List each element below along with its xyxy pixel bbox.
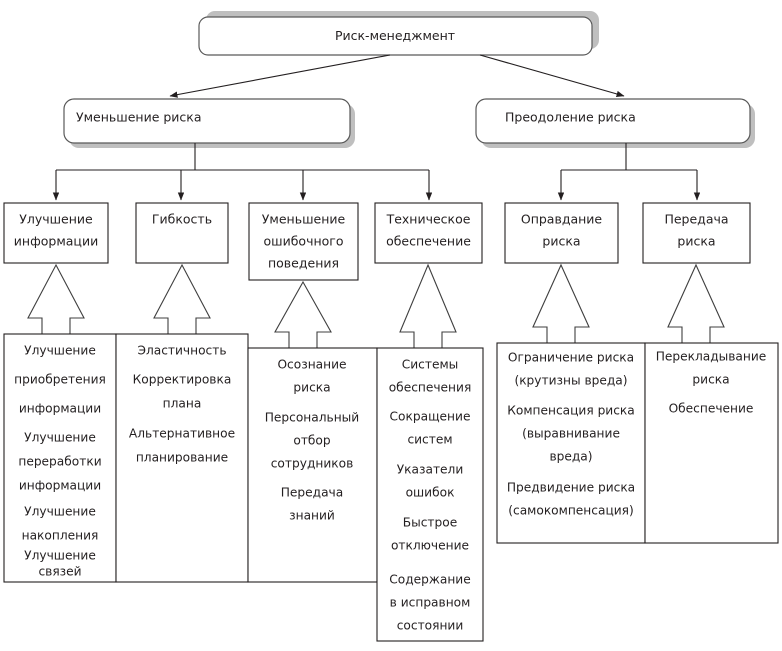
- edge-title-to-reduce: [169, 54, 391, 98]
- reduce-error-behaviour-line-1: Уменьшение: [262, 212, 346, 227]
- node-title[interactable]: Риск-менеджмент: [198, 11, 599, 56]
- flexibility-box[interactable]: [135, 202, 229, 264]
- detail-line: (выравнивание: [522, 427, 620, 441]
- node-flexibility[interactable]: Гибкость: [135, 202, 229, 264]
- detail-line: сотрудников: [271, 457, 354, 471]
- error-behaviour-details-box[interactable]: [247, 347, 378, 583]
- detail-line: (крутизны вреда): [514, 374, 627, 388]
- edges-overcome-to-children: [557, 143, 701, 201]
- detail-line: накопления: [22, 529, 99, 543]
- block-arrow-up-flexibility: [153, 263, 211, 335]
- detail-line: Эластичность: [137, 344, 226, 358]
- detail-line: переработки: [18, 455, 101, 469]
- detail-line: связей: [38, 565, 81, 579]
- detail-line: приобретения: [14, 373, 106, 387]
- detail-box-justification[interactable]: Ограничение риска (крутизны вреда) Компе…: [496, 342, 646, 544]
- detail-line: Ограничение риска: [508, 351, 634, 365]
- detail-line: Персональный: [265, 411, 359, 425]
- detail-line: ошибок: [406, 486, 455, 500]
- detail-line: Содержание: [389, 573, 470, 587]
- node-improve-information[interactable]: Улучшение информации: [3, 202, 109, 264]
- detail-line: Сокращение: [390, 410, 471, 424]
- reduce-risk-box[interactable]: [63, 98, 351, 144]
- detail-line: (самокомпенсация): [508, 504, 634, 518]
- detail-line: Быстрое: [403, 516, 457, 530]
- block-arrow-up-justification: [532, 263, 590, 344]
- justification-details-box[interactable]: [496, 342, 646, 544]
- reduce-risk-label: Уменьшение риска: [76, 110, 202, 125]
- detail-line: плана: [163, 397, 202, 411]
- improve-information-line-1: Улучшение: [19, 212, 93, 227]
- detail-line: отключение: [391, 539, 469, 553]
- transfer-details-box[interactable]: [644, 342, 779, 544]
- reduce-error-behaviour-line-2: ошибочного: [264, 234, 344, 249]
- node-overcome-risk[interactable]: Преодоление риска: [475, 98, 755, 148]
- technical-support-line-1: Техническое: [386, 212, 471, 227]
- improve-information-line-2: информации: [14, 234, 98, 249]
- node-reduce-error-behaviour[interactable]: Уменьшение ошибочного поведения: [248, 202, 359, 281]
- edges-reduce-to-children: [52, 143, 433, 201]
- transfer-of-risk-line-1: Передача: [664, 212, 728, 227]
- detail-line: Передача: [281, 486, 343, 500]
- detail-line: Предвидение риска: [507, 481, 635, 495]
- reduce-error-behaviour-line-3: поведения: [268, 256, 339, 271]
- detail-line: состоянии: [397, 619, 464, 633]
- detail-box-technical-support[interactable]: Системы обеспечения Сокращение систем Ук…: [376, 347, 484, 642]
- detail-line: Улучшение: [24, 549, 96, 563]
- detail-line: планирование: [136, 451, 228, 465]
- node-reduce-risk[interactable]: Уменьшение риска: [63, 98, 355, 148]
- detail-line: Обеспечение: [669, 402, 754, 416]
- block-arrow-up-transfer: [667, 263, 725, 344]
- detail-line: риска: [293, 381, 330, 395]
- detail-line: информации: [19, 479, 101, 493]
- detail-line: вреда): [549, 450, 592, 464]
- transfer-of-risk-line-2: риска: [677, 234, 715, 249]
- transfer-of-risk-box[interactable]: [642, 202, 751, 264]
- block-arrow-up-technical: [399, 263, 457, 349]
- reduce-error-behaviour-box[interactable]: [248, 202, 359, 281]
- justification-of-risk-box[interactable]: [504, 202, 619, 264]
- overcome-risk-box[interactable]: [475, 98, 751, 144]
- detail-line: в исправном: [390, 596, 471, 610]
- detail-box-error-behaviour[interactable]: Осознание риска Персональный отбор сотру…: [247, 347, 378, 583]
- flexibility-details-box[interactable]: [115, 333, 249, 583]
- detail-line: Указатели: [397, 463, 464, 477]
- node-technical-support[interactable]: Техническое обеспечение: [374, 202, 483, 264]
- detail-line: Перекладывание: [656, 350, 767, 364]
- justification-of-risk-line-2: риска: [542, 234, 580, 249]
- detail-line: систем: [407, 433, 452, 447]
- flexibility-line-1: Гибкость: [152, 212, 212, 227]
- detail-line: Альтернативное: [129, 427, 235, 441]
- detail-line: Улучшение: [24, 431, 96, 445]
- detail-line: Осознание: [277, 358, 346, 372]
- detail-box-flexibility[interactable]: Эластичность Корректировка плана Альтерн…: [115, 333, 249, 583]
- detail-line: отбор: [293, 434, 331, 448]
- detail-line: обеспечения: [389, 381, 472, 395]
- detail-box-transfer[interactable]: Перекладывание риска Обеспечение: [644, 342, 779, 544]
- detail-box-improve-information[interactable]: Улучшение приобретения информации Улучше…: [3, 333, 117, 583]
- title-label: Риск-менеджмент: [335, 28, 455, 43]
- node-justification-of-risk[interactable]: Оправдание риска: [504, 202, 619, 264]
- detail-line: риска: [692, 373, 729, 387]
- improve-information-details-box[interactable]: [3, 333, 117, 583]
- detail-line: Компенсация риска: [507, 404, 635, 418]
- detail-line: знаний: [289, 509, 335, 523]
- node-transfer-of-risk[interactable]: Передача риска: [642, 202, 751, 264]
- edge-title-to-overcome: [479, 54, 625, 98]
- detail-line: информации: [19, 402, 101, 416]
- technical-support-box[interactable]: [374, 202, 483, 264]
- technical-support-details-box[interactable]: [376, 347, 484, 642]
- improve-information-box[interactable]: [3, 202, 109, 264]
- block-arrow-up-info: [27, 263, 85, 335]
- title-box[interactable]: [198, 16, 593, 56]
- overcome-risk-label: Преодоление риска: [505, 110, 636, 125]
- detail-line: Системы: [402, 358, 459, 372]
- justification-of-risk-line-1: Оправдание: [521, 212, 603, 227]
- detail-line: Улучшение: [24, 344, 96, 358]
- detail-line: Корректировка: [133, 373, 232, 387]
- technical-support-line-2: обеспечение: [386, 234, 471, 249]
- detail-line: Улучшение: [24, 505, 96, 519]
- block-arrow-up-error-behaviour: [274, 280, 332, 349]
